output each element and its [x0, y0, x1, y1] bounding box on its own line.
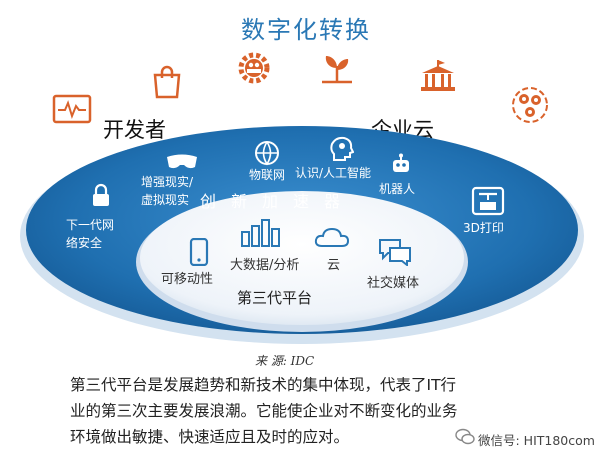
- money-cycle-icon: [510, 85, 550, 125]
- ar-vr-label-1: 增强现实/: [141, 175, 194, 189]
- paragraph-line-1: 第三代平台是发展趋势和新技术的集中体现，代表了IT行: [70, 376, 457, 394]
- globe-network-icon: [254, 140, 280, 166]
- page-title: 数字化转换: [241, 16, 371, 44]
- developer-label: 开发者: [103, 118, 166, 142]
- gear-people-icon: [234, 48, 274, 88]
- ar-vr-label-2: 虚拟现实: [141, 193, 190, 207]
- security-label-2: 络安全: [66, 236, 103, 250]
- lock-icon: [91, 183, 111, 207]
- brain-head-icon: [328, 136, 354, 162]
- shopping-bag-icon: [150, 65, 184, 99]
- 3d-printing-label: 3D打印: [463, 221, 504, 235]
- iot-label: 物联网: [249, 168, 286, 182]
- cloud-label: 云: [327, 258, 341, 273]
- paragraph-line-2: 业的第三次主要发展浪潮。它能使企业对不断变化的业务: [70, 402, 458, 420]
- cognitive-ai-label: 认识/人工智能: [295, 166, 372, 180]
- mobile-phone-icon: [188, 238, 210, 266]
- bigdata-label: 大数据/分析: [230, 258, 300, 273]
- description-paragraph: 第三代平台是发展趋势和新技术的集中体现，代表了IT行 业的第三次主要发展浪潮。它…: [70, 372, 570, 450]
- 3d-printer-icon: [470, 186, 506, 216]
- mobility-label: 可移动性: [161, 272, 214, 287]
- third-platform-label: 第三代平台: [237, 289, 313, 307]
- security-label-1: 下一代网: [66, 218, 115, 232]
- pulse-monitor-icon: [52, 94, 92, 124]
- paragraph-line-3: 环境做出敏捷、快速适应且及时的应对。: [70, 428, 350, 446]
- robot-label: 机器人: [379, 182, 416, 196]
- social-media-label: 社交媒体: [367, 276, 420, 291]
- chat-bubbles-icon: [378, 238, 412, 266]
- plant-plug-icon: [318, 52, 356, 86]
- innovation-accelerator-label: 创新加速器: [200, 192, 356, 211]
- bar-chart-icon: [240, 218, 282, 248]
- robot-icon: [389, 153, 413, 177]
- wechat-id: 微信号: HIT180com: [478, 433, 595, 448]
- cloud-icon: [314, 226, 350, 248]
- government-building-icon: [418, 58, 458, 92]
- source-note: 来 源: IDC: [255, 354, 315, 368]
- vr-headset-icon: [165, 153, 199, 171]
- wechat-icon: [455, 428, 475, 446]
